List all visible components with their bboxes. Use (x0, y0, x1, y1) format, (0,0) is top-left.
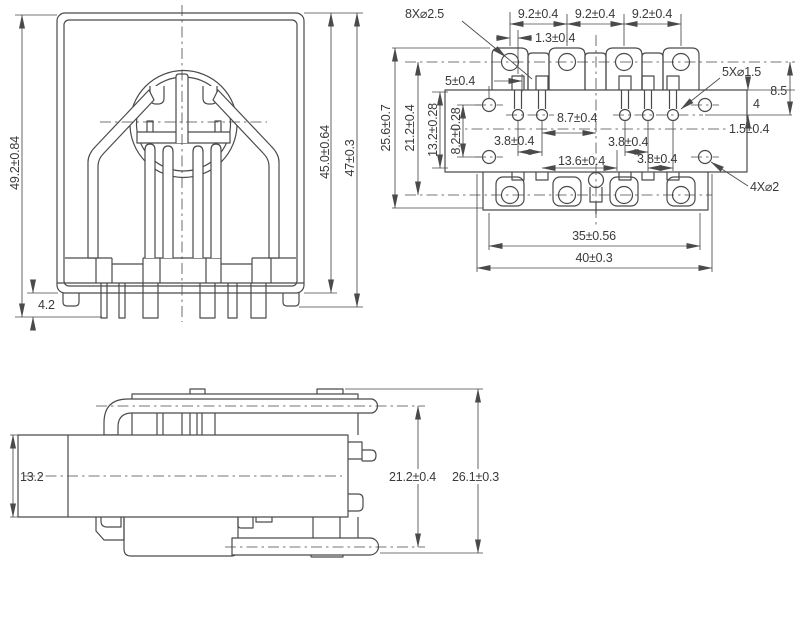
pin-slots (513, 90, 678, 109)
wire-inner-d (210, 143, 222, 258)
bottom-view: 9.2±0.4 9.2±0.4 9.2±0.4 1.3±0.4 8X⌀2.5 5… (379, 7, 795, 272)
bottom-slot-4 (666, 176, 696, 207)
bottom-notches (511, 172, 680, 181)
dim-label-side-13-2: 13.2 (20, 470, 44, 484)
label-holes-2: 4X⌀2 (750, 180, 779, 194)
side-view-dimensions: 13.2 21.2±0.4 26.1±0.3 (10, 388, 513, 554)
wire-inner-b (162, 145, 174, 258)
dim-label-47-height: 47±0.3 (343, 139, 357, 176)
dim-label-13-2: 13.2±0.28 (426, 103, 440, 157)
dim-label-side-21-2: 21.2±0.4 (389, 470, 436, 484)
bottom-steps (237, 517, 273, 529)
dim-label-pitch-2: 9.2±0.4 (575, 7, 615, 21)
dim-label-1-3: 1.3±0.4 (535, 31, 575, 45)
foot-right (282, 293, 300, 307)
wire-inner-a (144, 143, 156, 258)
bobbin-flange (65, 257, 296, 283)
dim-label-pin-protrusion: 4.2 (38, 298, 55, 312)
dim-label-side-26-1: 26.1±0.3 (452, 470, 499, 484)
wire-loop-left (87, 89, 155, 259)
pins-front (100, 283, 267, 319)
bottom-view-dimensions: 9.2±0.4 9.2±0.4 9.2±0.4 1.3±0.4 8X⌀2.5 5… (379, 7, 795, 272)
dim-label-8-7: 8.7±0.4 (557, 111, 597, 125)
dim-label-3-8-a: 3.8±0.4 (494, 134, 534, 148)
label-mask-26-1 (450, 469, 513, 484)
wire-loop-right (212, 89, 280, 259)
top-tab-webs (527, 52, 664, 90)
side-view-outline (17, 388, 425, 558)
dim-label-25-6: 25.6±0.7 (379, 104, 393, 151)
front-view: 49.2±0.84 4.2 45.0±0.64 47±0.3 (8, 5, 363, 331)
dim-label-1-5: 1.5±0.4 (729, 122, 769, 136)
foot-left (62, 293, 80, 307)
dim-label-overall-height: 49.2±0.84 (8, 136, 22, 190)
dim-label-21-2: 21.2±0.4 (403, 104, 417, 151)
wire-tube-bottom (231, 537, 380, 556)
bracket-lower (310, 517, 359, 558)
dim-label-3-8-c: 3.8±0.4 (637, 152, 677, 166)
wire-ends (156, 413, 216, 435)
dim-label-pitch-1: 9.2±0.4 (518, 7, 558, 21)
case-inner-outline (63, 19, 298, 287)
dim-label-4: 4 (753, 97, 760, 111)
pin-side-lower (348, 493, 364, 512)
dim-label-8-5: 8.5 (770, 84, 787, 98)
side-view: 13.2 21.2±0.4 26.1±0.3 (10, 388, 513, 558)
wire-tube-top (103, 398, 379, 436)
dim-label-8-2: 8.2±0.28 (449, 107, 463, 154)
label-holes-1-5: 5X⌀1.5 (722, 65, 761, 79)
bottom-view-outline (405, 35, 795, 225)
front-view-outline (56, 5, 305, 322)
dim-label-3-8-b: 3.8±0.4 (608, 135, 648, 149)
dim-label-case-height: 45.0±0.64 (318, 125, 332, 179)
case-outer-outline (56, 12, 305, 294)
core-posts (146, 120, 222, 132)
bracket-plate (131, 388, 359, 435)
bottom-slot-2 (552, 176, 582, 207)
label-holes-2-5: 8X⌀2.5 (405, 7, 444, 21)
dim-label-5: 5±0.4 (445, 74, 475, 88)
top-tabs (491, 47, 700, 90)
bottom-slot-1 (495, 176, 525, 207)
top-tab-notches (511, 75, 680, 90)
dim-label-40: 40±0.3 (576, 251, 613, 265)
front-view-dimensions: 49.2±0.84 4.2 45.0±0.64 47±0.3 (8, 12, 363, 331)
bobbin-bottom-box (123, 517, 239, 557)
label-mask-21-2 (387, 469, 445, 484)
dim-label-pitch-3: 9.2±0.4 (632, 7, 672, 21)
dim-label-35: 35±0.56 (572, 229, 616, 243)
wire-inner-c (192, 145, 204, 258)
foot-side-left (95, 517, 125, 541)
pin-side-upper (348, 441, 377, 462)
bottom-slot-3 (609, 176, 639, 207)
dim-label-13-6: 13.6±0.4 (558, 154, 605, 168)
